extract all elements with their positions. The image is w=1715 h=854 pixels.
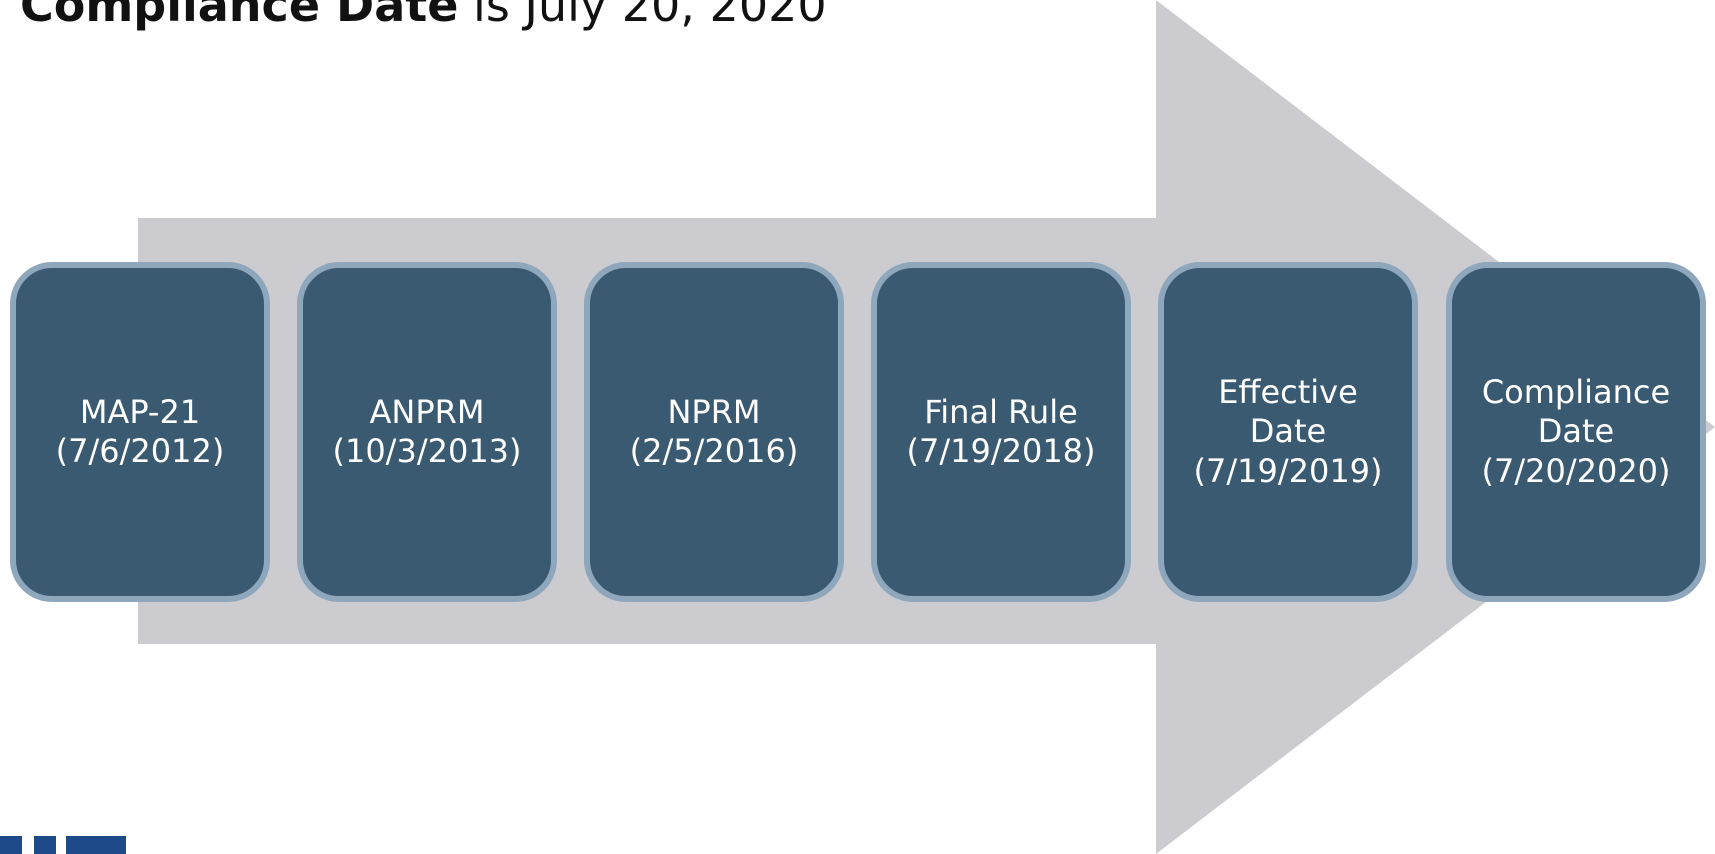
step-date: (2/5/2016): [629, 432, 799, 470]
heading-bold-text: Compliance Date: [20, 0, 459, 32]
step-label: Compliance: [1481, 373, 1671, 412]
step-date: (10/3/2013): [332, 432, 522, 470]
timeline-step-anprm: ANPRM (10/3/2013): [297, 262, 557, 602]
logo-fragment: [0, 836, 140, 854]
step-label-2: Date: [1537, 412, 1615, 451]
timeline-step-effective-date: Effective Date (7/19/2019): [1158, 262, 1418, 602]
step-date: (7/19/2019): [1193, 451, 1383, 490]
heading-rest-text: is July 20, 2020: [458, 0, 827, 32]
step-label: MAP-21: [79, 392, 201, 431]
timeline-step-nprm: NPRM (2/5/2016): [584, 262, 844, 602]
slide-heading: Compliance Date is July 20, 2020: [20, 0, 827, 32]
step-date: (7/6/2012): [55, 432, 225, 470]
timeline-step-final-rule: Final Rule (7/19/2018): [871, 262, 1131, 602]
step-label: NPRM: [667, 392, 761, 431]
step-date: (7/20/2020): [1481, 451, 1671, 490]
step-label: ANPRM: [369, 392, 485, 431]
step-label-2: Date: [1249, 412, 1327, 451]
step-label: Effective: [1218, 373, 1358, 412]
step-date: (7/19/2018): [906, 432, 1096, 470]
step-label: Final Rule: [924, 392, 1078, 431]
timeline-step-compliance-date: Compliance Date (7/20/2020): [1446, 262, 1706, 602]
timeline-step-map21: MAP-21 (7/6/2012): [10, 262, 270, 602]
